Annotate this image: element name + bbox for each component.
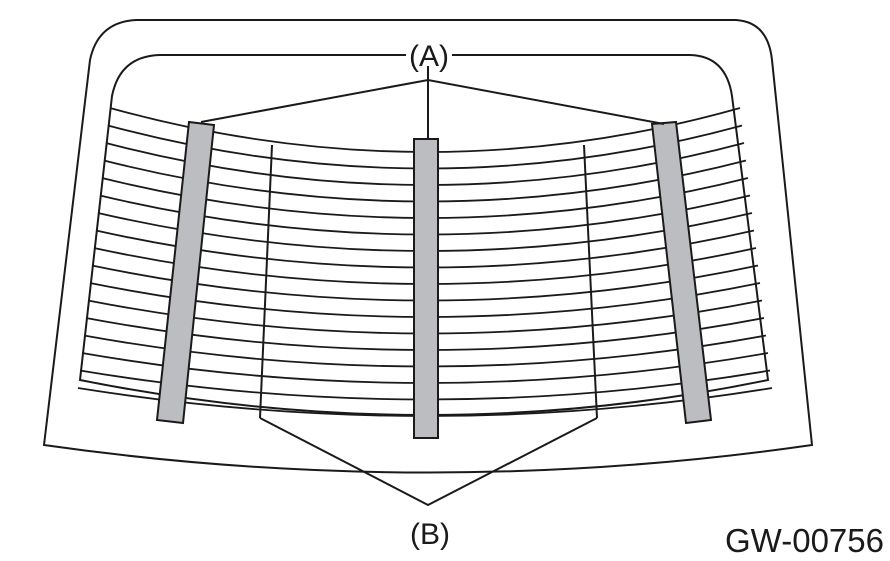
b-vertical-line-right	[583, 144, 598, 419]
protective-strip-center	[413, 138, 439, 439]
callout-b-label: (B)	[410, 518, 450, 551]
callout-a-leader	[200, 78, 665, 125]
glass-inner-border	[78, 54, 770, 416]
protective-strip-left	[155, 120, 216, 425]
figure-code: GW-00756	[725, 522, 884, 559]
b-vertical-line-left	[259, 144, 273, 419]
callout-a-label: (A)	[409, 40, 449, 73]
callout-b-leader	[259, 417, 598, 507]
glass-outer-outline	[42, 19, 814, 474]
protective-strip-right	[650, 120, 713, 425]
